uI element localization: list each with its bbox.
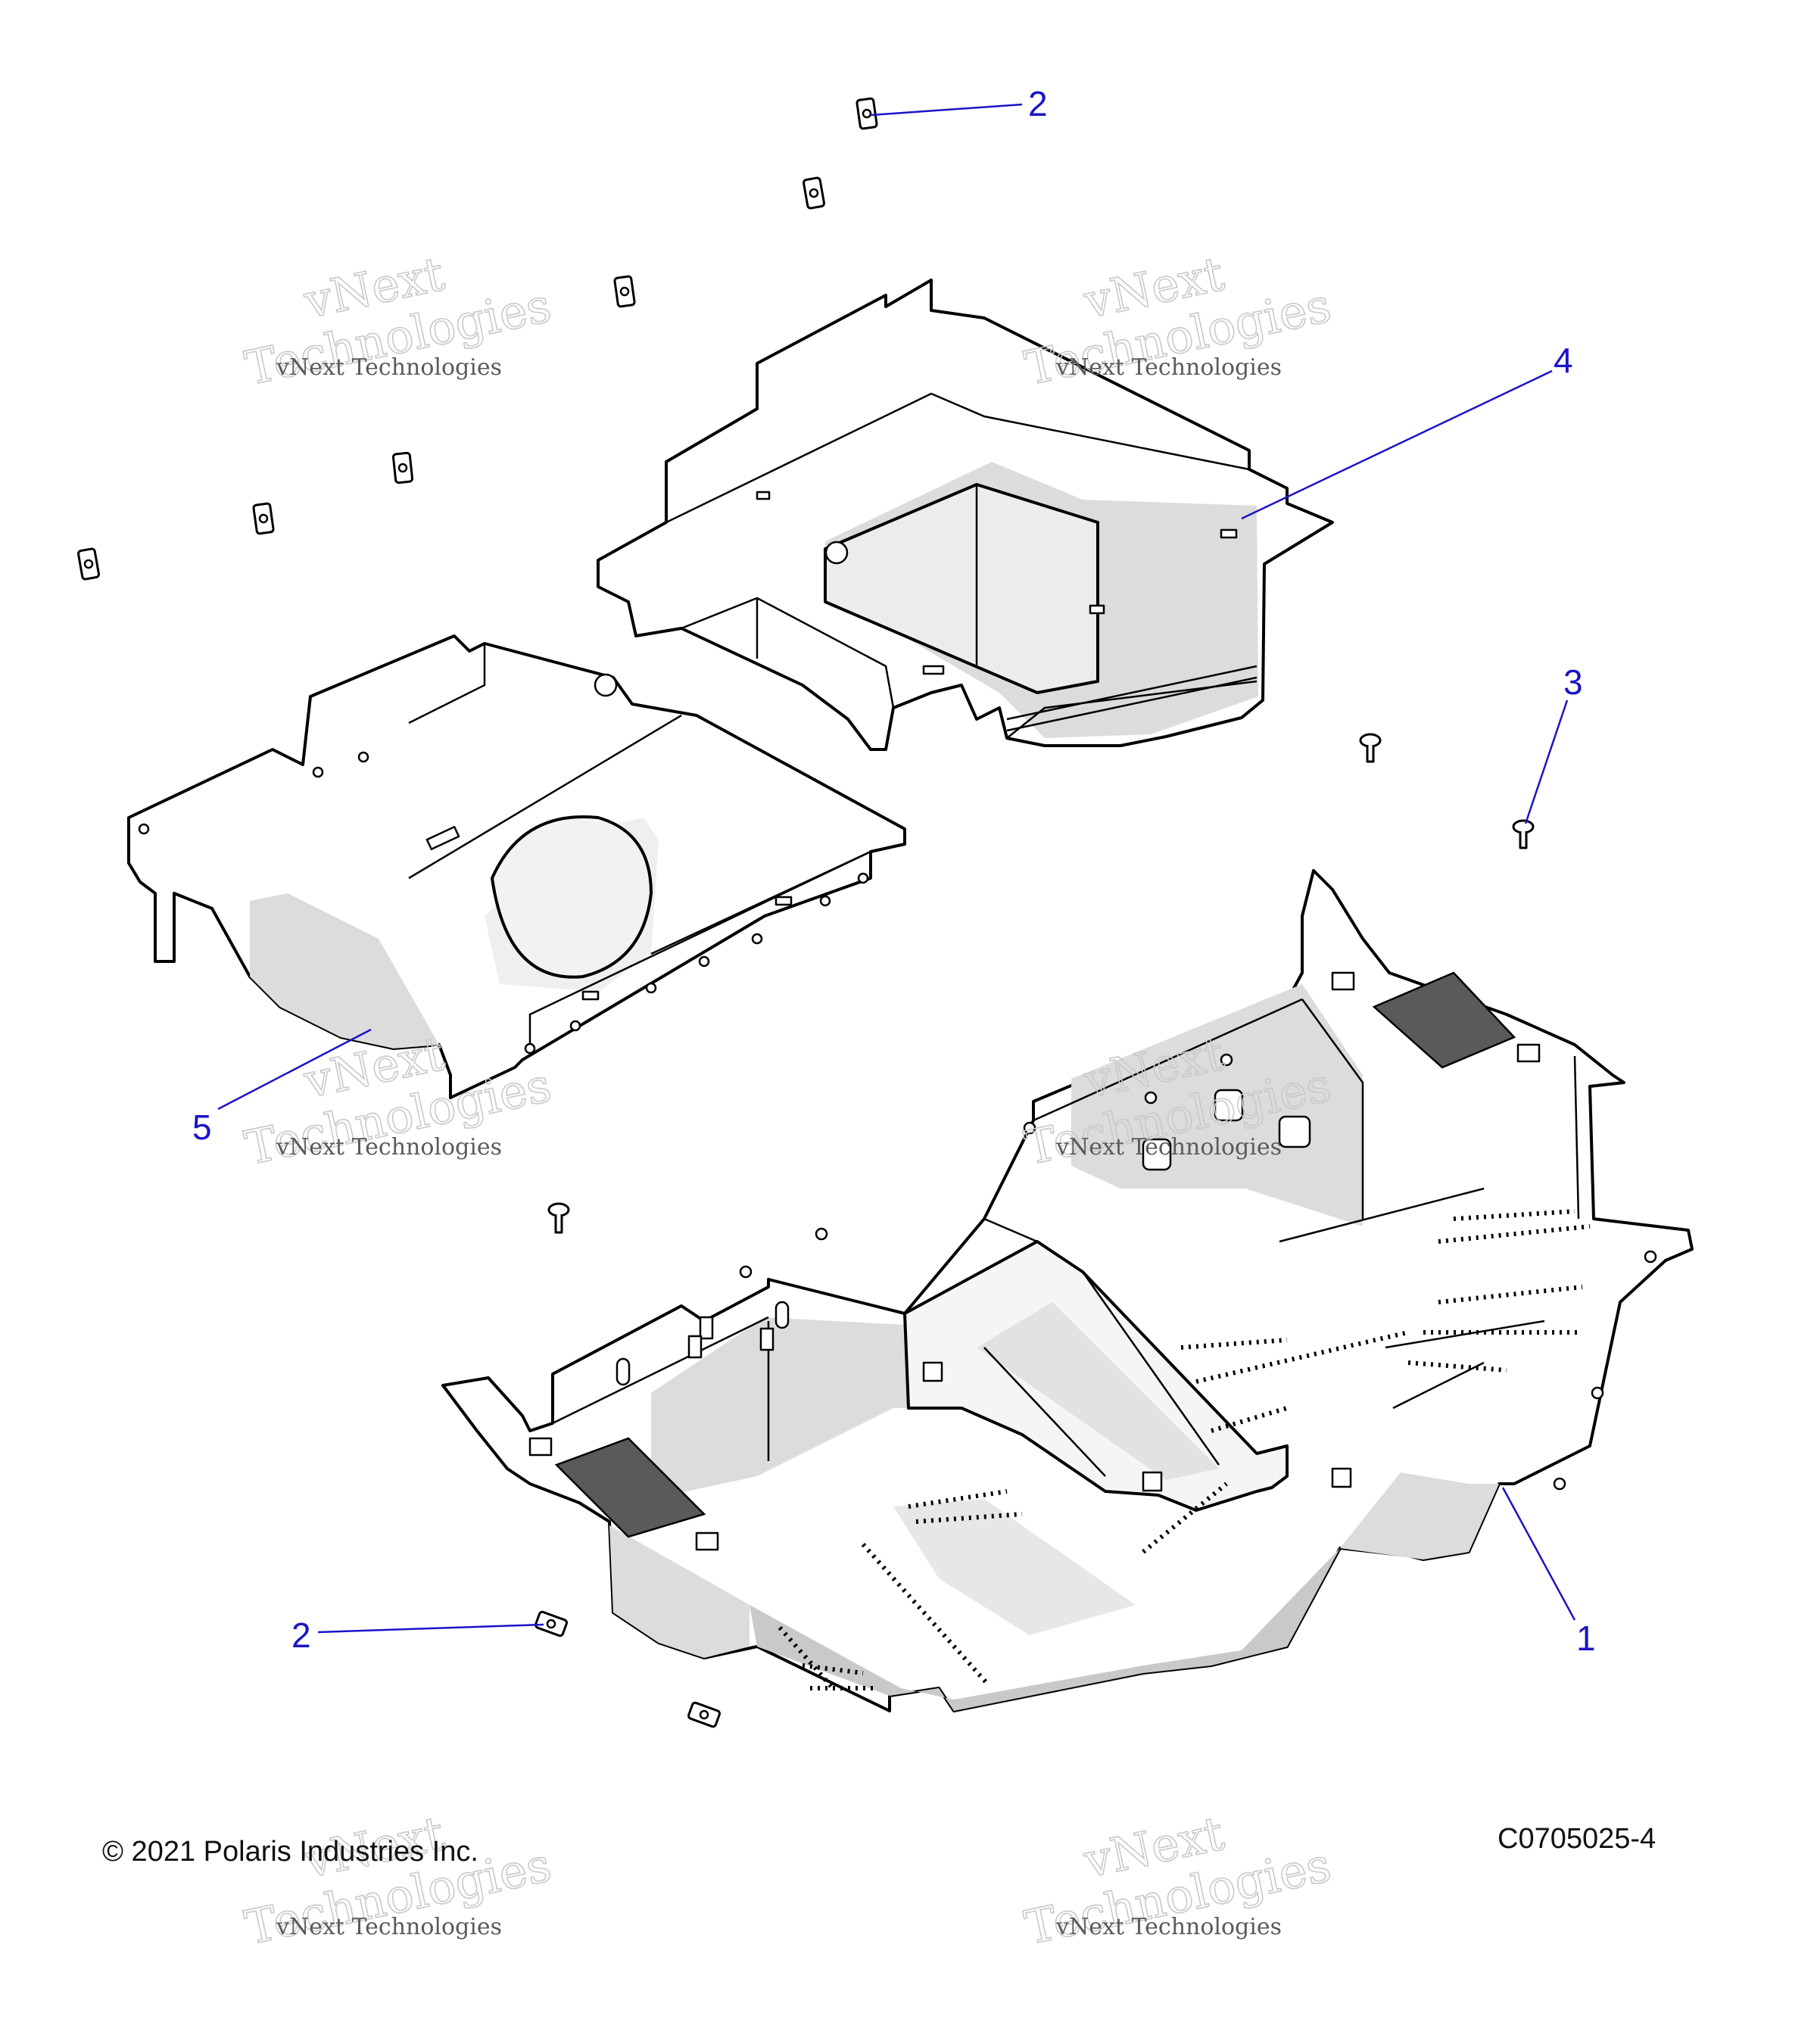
screws <box>547 733 1535 1234</box>
callout-label-4: 4 <box>1554 341 1573 380</box>
screw <box>547 1202 570 1234</box>
screw <box>1512 819 1535 849</box>
callout-label-1: 1 <box>1576 1619 1596 1658</box>
leader-lines <box>217 103 1576 1634</box>
clip-nut <box>856 97 878 130</box>
clip-nut <box>687 1701 721 1728</box>
callout-label-3: 3 <box>1563 662 1583 702</box>
rear-storage-tub <box>597 279 1334 751</box>
callout-label-2-bottom: 2 <box>291 1616 311 1655</box>
rear-floor-panel <box>127 634 906 1099</box>
clip-nut <box>252 502 275 535</box>
svg-text:vNext Technologies: vNext Technologies <box>1055 1134 1282 1161</box>
copyright-notice: © 2021 Polaris Industries Inc. <box>102 1836 478 1868</box>
floor-rivet-rows <box>778 1209 1591 1690</box>
leader-line <box>1524 700 1569 824</box>
leader-line <box>1241 369 1553 520</box>
panel-slots <box>425 825 793 1001</box>
callout-labels: 2 4 3 5 2 1 <box>192 84 1596 1658</box>
watermark: vNext Technologies vNext Technologies <box>240 1805 556 1956</box>
clip-nut <box>77 547 100 581</box>
leader-line <box>217 1028 372 1111</box>
clip-nuts <box>77 97 878 1728</box>
clip-nut <box>535 1610 568 1637</box>
svg-text:vNext Technologies: vNext Technologies <box>1055 354 1282 381</box>
watermark: vNext Technologies vNext Technologies <box>1020 1805 1336 1956</box>
callout-label-2-top: 2 <box>1028 84 1048 123</box>
main-floor-pan <box>441 869 1694 1712</box>
step-pads <box>554 971 1516 1538</box>
svg-text:vNext Technologies: vNext Technologies <box>276 1134 502 1161</box>
leader-line <box>317 1623 544 1634</box>
floor-holes <box>739 1053 1657 1491</box>
leader-line <box>1501 1487 1576 1621</box>
tub-ribs <box>1006 665 1258 732</box>
svg-text:vNext Technologies: vNext Technologies <box>276 354 502 381</box>
drawing-number: C0705025-4 <box>1498 1823 1656 1855</box>
panel-holes <box>138 673 869 1055</box>
clip-nut <box>613 275 636 308</box>
svg-text:vNext Technologies: vNext Technologies <box>1055 1914 1282 1940</box>
clip-nut <box>803 176 825 210</box>
clip-nut <box>391 451 414 485</box>
svg-text:vNext Technologies: vNext Technologies <box>276 1914 502 1940</box>
watermark: vNext Technologies vNext Technologies <box>240 245 556 397</box>
floor-tabs <box>528 971 1541 1551</box>
leader-line <box>870 103 1023 117</box>
callout-label-5: 5 <box>192 1108 212 1147</box>
screw <box>1359 733 1382 763</box>
